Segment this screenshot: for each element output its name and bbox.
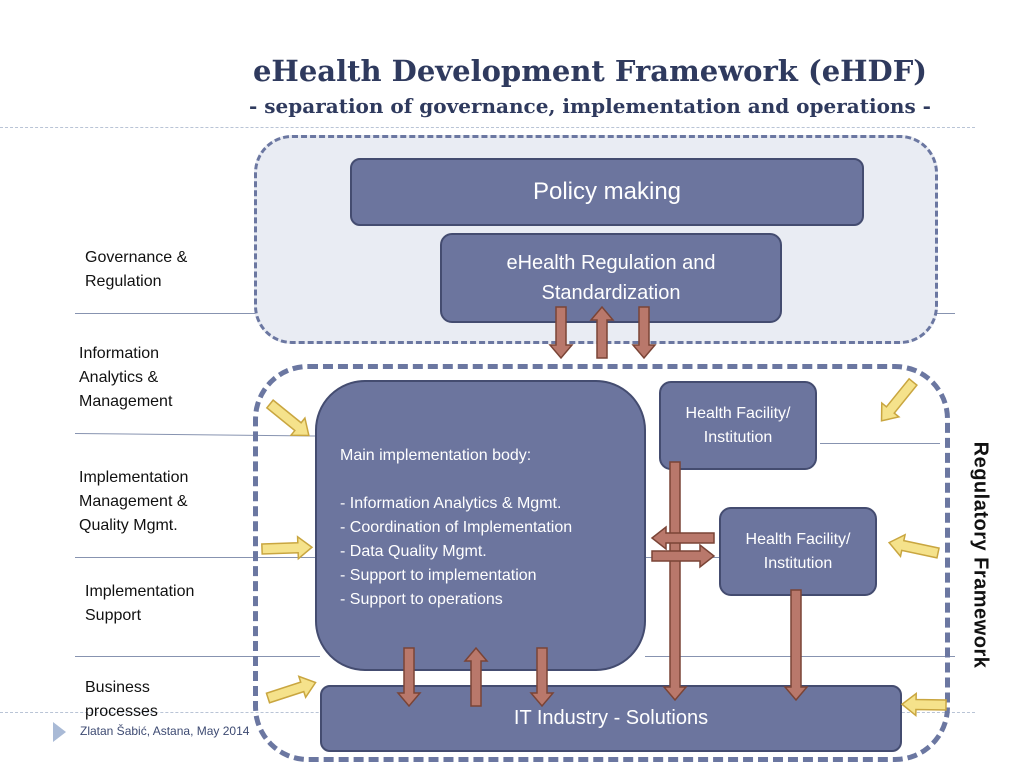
main-implementation-body-box xyxy=(315,380,646,671)
regulation-box: eHealth Regulation and Standardization xyxy=(440,233,782,323)
arrow-left-icon xyxy=(880,377,918,422)
footer-text: Zlatan Šabić, Astana, May 2014 xyxy=(80,724,250,738)
layer-divider xyxy=(820,443,940,444)
page-title: eHealth Development Framework (eHDF) xyxy=(252,54,928,88)
arrow-down-icon xyxy=(548,306,574,360)
arrow-left-icon xyxy=(887,533,940,559)
layer-label-business-processes: Business processes xyxy=(85,679,158,720)
arrow-down-icon xyxy=(783,589,809,702)
arrow-right-icon xyxy=(265,675,317,704)
arrow-left-icon xyxy=(650,525,715,551)
arrow-down-icon xyxy=(529,647,555,708)
arrow-right-icon xyxy=(265,399,310,437)
arrow-down-icon xyxy=(631,306,657,360)
main-implementation-body-text: Main implementation body: - Information … xyxy=(340,447,573,608)
layer-divider xyxy=(75,557,320,558)
it-industry-box: IT Industry - Solutions xyxy=(320,685,902,752)
footer-bullet-icon xyxy=(53,722,66,742)
health-facility-box-1: Health Facility/ Institution xyxy=(659,381,817,470)
arrow-left-icon xyxy=(900,691,947,718)
layer-label-governance: Governance & Regulation xyxy=(85,249,188,290)
layer-label-implementation-support: Implementation Support xyxy=(85,583,195,624)
layer-label-implementation-management: Implementation Management & Quality Mgmt… xyxy=(79,469,189,534)
arrow-down-icon xyxy=(662,461,688,702)
arrow-right-icon xyxy=(651,543,716,569)
layer-label-information-analytics: Information Analytics & Management xyxy=(79,345,173,410)
layer-divider xyxy=(75,656,320,657)
policy-making-box: Policy making xyxy=(350,158,864,226)
implementation-region xyxy=(253,364,950,762)
arrow-down-icon xyxy=(396,647,422,708)
regulatory-framework-label: Regulatory Framework xyxy=(969,441,992,669)
arrow-right-icon xyxy=(261,535,314,561)
health-facility-box-2: Health Facility/ Institution xyxy=(719,507,877,596)
title-divider xyxy=(0,127,975,128)
arrow-up-icon xyxy=(589,305,615,359)
arrow-up-icon xyxy=(463,646,489,707)
page-subtitle: - separation of governance, implementati… xyxy=(249,94,931,118)
